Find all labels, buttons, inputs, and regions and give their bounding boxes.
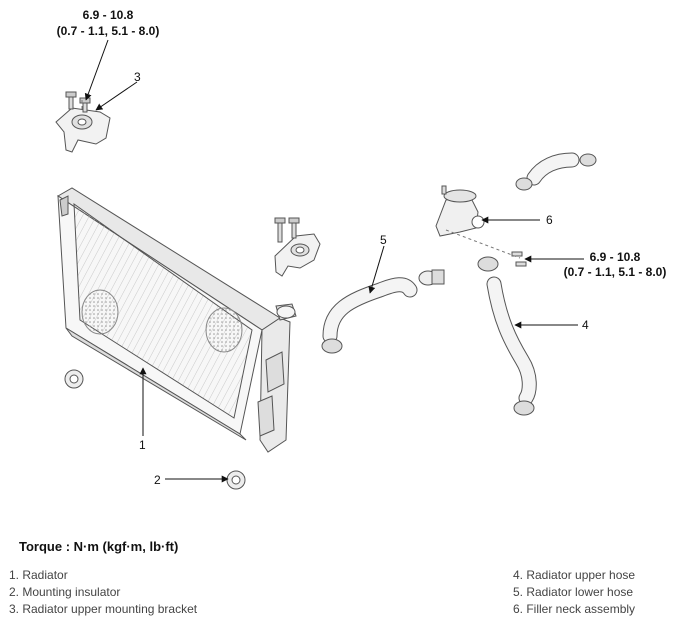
callout-4: 4 bbox=[582, 318, 589, 332]
mounting-insulator-left bbox=[64, 369, 84, 389]
torque-spec-right-value: 6.9 - 10.8 bbox=[590, 250, 641, 264]
callout-5: 5 bbox=[380, 233, 387, 247]
upper-mounting-bracket-top bbox=[55, 91, 111, 153]
radiator-exploded-diagram: 3 1 2 6 5 4 6.9 - 10.8 (0.7 - 1.1, 5.1 -… bbox=[55, 8, 667, 490]
callout-2: 2 bbox=[154, 473, 161, 487]
torque-spec-top-value: 6.9 - 10.8 bbox=[83, 8, 134, 22]
callout-3: 3 bbox=[134, 70, 141, 84]
upper-mounting-bracket-center bbox=[274, 217, 321, 277]
legend-item-upper-hose: 4. Radiator upper hose bbox=[513, 568, 636, 582]
torque-heading: Torque : N·m (kgf·m, lb·ft) bbox=[19, 539, 179, 554]
hose-segment-upper-right bbox=[515, 152, 597, 191]
legend-item-radiator: 1. Radiator bbox=[9, 568, 68, 582]
leader-lines bbox=[84, 39, 584, 483]
radiator bbox=[57, 187, 297, 453]
legend-item-upper-mounting-bracket: 3. Radiator upper mounting bracket bbox=[9, 602, 198, 616]
mounting-insulator-lower bbox=[226, 470, 246, 490]
torque-spec-top-units: (0.7 - 1.1, 5.1 - 8.0) bbox=[57, 24, 160, 38]
callout-1: 1 bbox=[139, 438, 146, 452]
callout-6: 6 bbox=[546, 213, 553, 227]
filler-neck-assembly bbox=[435, 185, 485, 237]
legend-item-mounting-insulator: 2. Mounting insulator bbox=[9, 585, 121, 599]
legend-left: 1. Radiator 2. Mounting insulator 3. Rad… bbox=[9, 567, 197, 618]
radiator-upper-hose bbox=[477, 256, 537, 416]
legend-item-lower-hose: 5. Radiator lower hose bbox=[513, 585, 634, 599]
legend-item-filler-neck: 6. Filler neck assembly bbox=[513, 602, 636, 616]
assembly-lines bbox=[81, 100, 521, 259]
bolts-right bbox=[511, 251, 527, 267]
legend-right: 4. Radiator upper hose 5. Radiator lower… bbox=[513, 567, 635, 618]
torque-spec-right-units: (0.7 - 1.1, 5.1 - 8.0) bbox=[564, 265, 667, 279]
radiator-lower-hose bbox=[321, 269, 445, 354]
